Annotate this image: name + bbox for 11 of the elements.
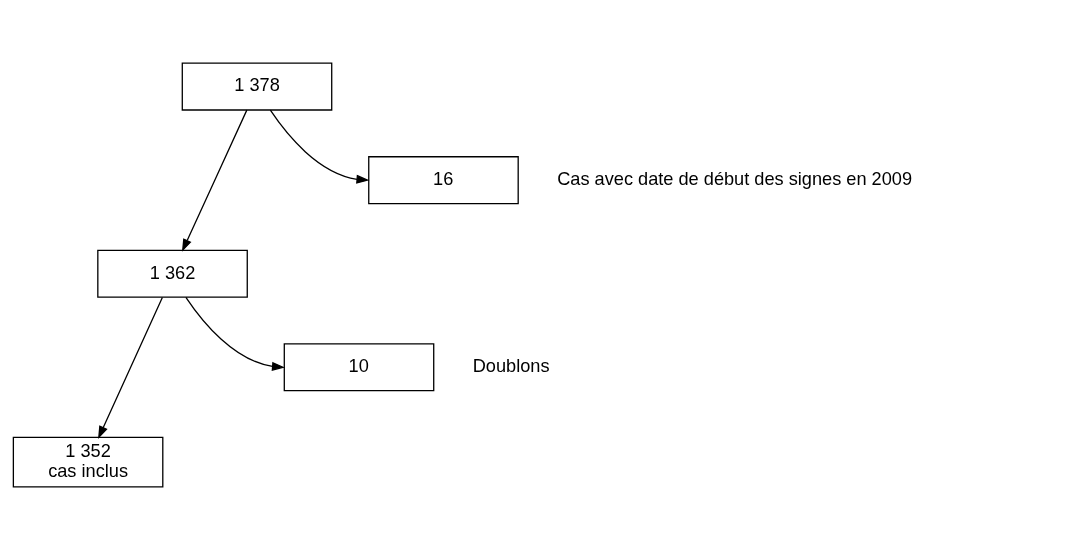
arrow <box>269 109 370 184</box>
node-box: 1 362 <box>97 249 248 298</box>
node-box: 16 <box>368 155 519 204</box>
node-label: Cas avec date de début des signes en 2009 <box>557 168 913 189</box>
node-box: 1 352 cas inclus <box>12 436 164 487</box>
node-box: 1 378 <box>181 62 333 111</box>
arrow <box>181 109 248 252</box>
node-box: 10 <box>283 342 435 391</box>
arrow <box>98 296 163 439</box>
arrow <box>185 296 285 371</box>
node-label: Doublons <box>472 355 550 376</box>
